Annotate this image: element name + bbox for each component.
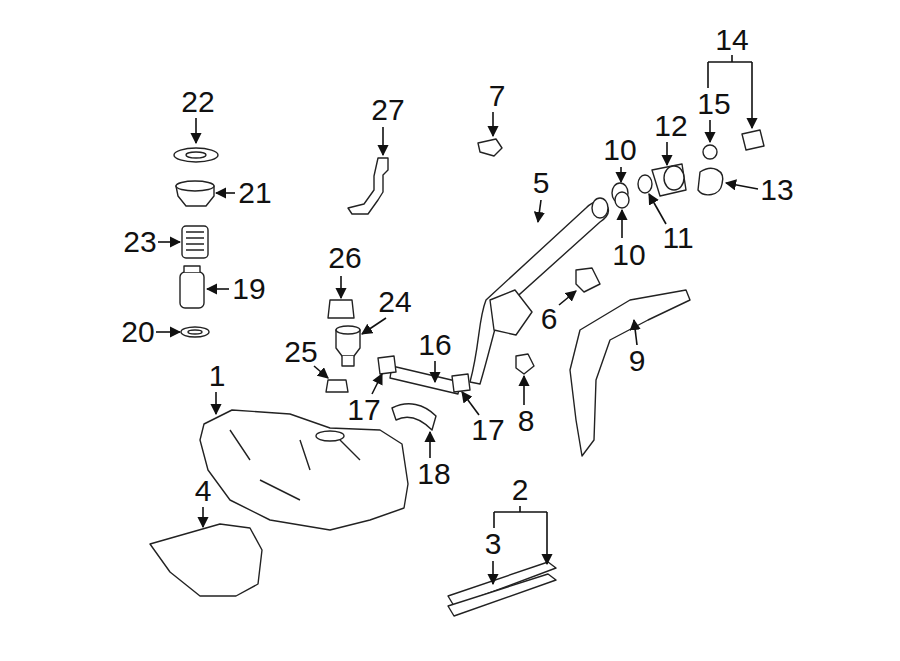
callout-number: 4 — [194, 476, 213, 506]
callout-number: 10 — [611, 240, 646, 270]
callout-number: 11 — [661, 223, 694, 253]
callout-number: 20 — [120, 317, 155, 347]
callout-number: 12 — [653, 111, 688, 141]
callout-number: 23 — [122, 227, 157, 257]
callout-number: 8 — [517, 406, 536, 436]
callout-number: 6 — [540, 304, 559, 334]
callout-number: 13 — [759, 175, 794, 205]
callout-number: 14 — [714, 25, 749, 55]
callout-number: 25 — [283, 337, 318, 367]
callout-number: 9 — [628, 346, 647, 376]
callout-number: 24 — [377, 287, 412, 317]
callout-number: 7 — [488, 81, 507, 111]
callout-number: 26 — [327, 243, 362, 273]
callout-number: 16 — [417, 330, 452, 360]
callout-number: 5 — [532, 168, 551, 198]
callout-number: 19 — [231, 274, 266, 304]
callout-number: 17 — [346, 395, 381, 425]
callout-number: 27 — [370, 95, 405, 125]
callout-number: 18 — [416, 459, 451, 489]
callout-number: 2 — [511, 475, 530, 505]
callout-number: 21 — [237, 178, 272, 208]
callout-number: 10 — [602, 135, 637, 165]
leader-lines — [156, 55, 758, 584]
part-drawings — [150, 130, 764, 616]
callout-number: 15 — [696, 89, 731, 119]
callout-number: 1 — [208, 361, 227, 391]
callout-number: 22 — [180, 87, 215, 117]
callout-number: 3 — [484, 529, 503, 559]
callout-number: 17 — [470, 415, 505, 445]
